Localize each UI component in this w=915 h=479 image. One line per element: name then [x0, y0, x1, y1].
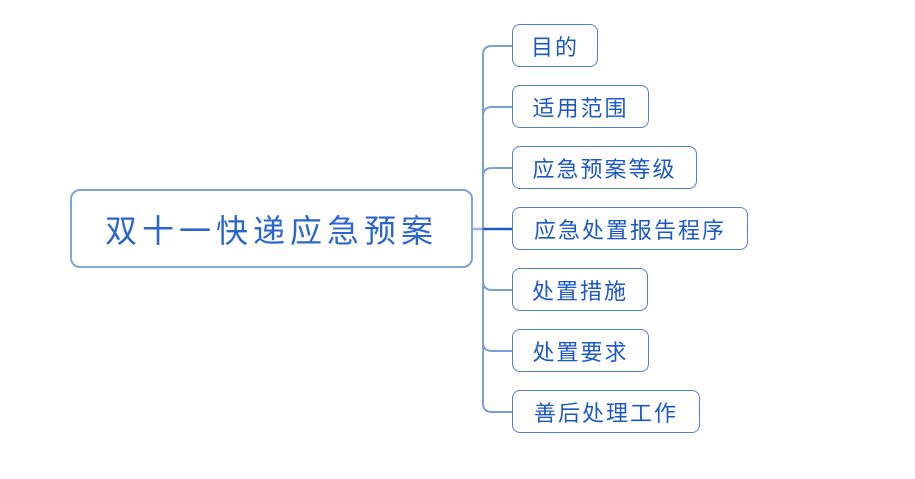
branch-line-7: [482, 228, 513, 413]
branch-node-report-procedure[interactable]: 应急处置报告程序: [512, 207, 748, 250]
branch-node-scope[interactable]: 适用范围: [512, 85, 649, 128]
branch-node-plan-levels[interactable]: 应急预案等级: [512, 146, 697, 189]
branch-node-label: 应急处置报告程序: [533, 217, 726, 243]
branch-line-2: [482, 106, 513, 230]
branch-line-5: [482, 228, 513, 291]
branch-node-label: 处置措施: [531, 278, 628, 304]
root-node[interactable]: 双十一快递应急预案: [70, 189, 473, 268]
branch-node-aftermath[interactable]: 善后处理工作: [512, 390, 700, 433]
branch-node-measures[interactable]: 处置措施: [512, 268, 648, 311]
branch-node-label: 适用范围: [532, 95, 629, 121]
branch-node-label: 善后处理工作: [533, 400, 678, 426]
branch-node-requirements[interactable]: 处置要求: [512, 329, 649, 372]
branch-node-label: 应急预案等级: [532, 156, 677, 182]
branch-node-purpose[interactable]: 目的: [512, 24, 598, 67]
branch-node-label: 目的: [530, 34, 579, 60]
branch-line-1: [482, 45, 513, 230]
root-node-label: 双十一快递应急预案: [104, 212, 438, 249]
branch-node-label: 处置要求: [532, 339, 629, 365]
branch-line-3: [482, 167, 513, 230]
